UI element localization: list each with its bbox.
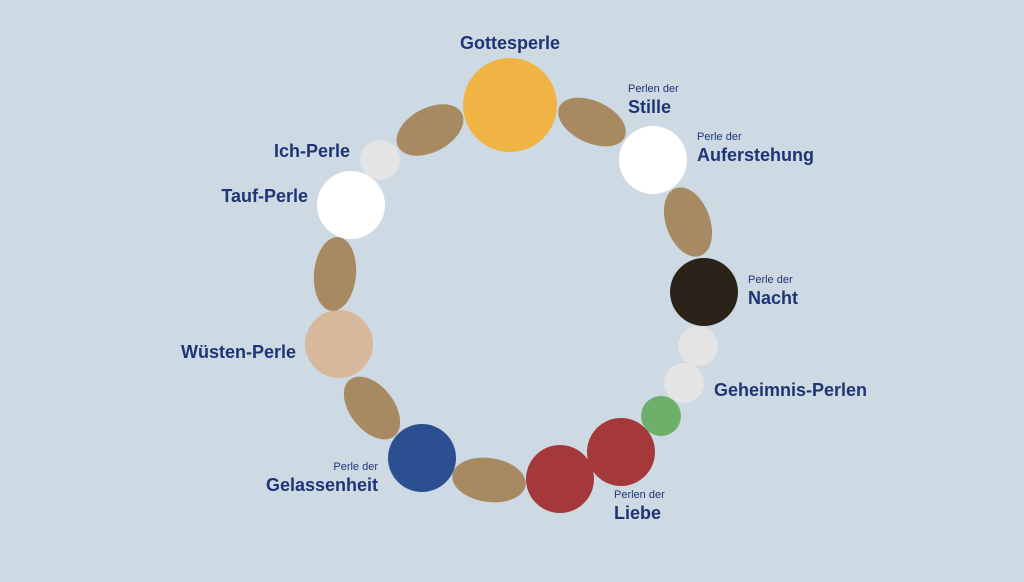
ich-title: Ich-Perle <box>273 141 350 161</box>
stille-bead-1 <box>558 97 626 147</box>
stille-bead-3 <box>452 457 526 503</box>
auferstehung-prefix: Perle der <box>697 131 742 143</box>
liebe-bead-2 <box>526 445 594 513</box>
geheimnis-title: Geheimnis-Perlen <box>714 380 868 400</box>
label-wuesten: Wüsten-Perle <box>136 343 296 361</box>
stille-bead-6 <box>396 104 464 156</box>
nacht-bead <box>670 258 738 326</box>
label-geheimnis: Geheimnis-Perlen <box>714 381 867 399</box>
gelassenheit-prefix: Perle der <box>333 461 378 473</box>
geheimnis-bead-green <box>641 396 681 436</box>
tauf-bead <box>317 171 385 239</box>
nacht-prefix: Perle der <box>748 274 793 286</box>
liebe-title: Liebe <box>614 503 662 523</box>
ich-bead <box>360 140 400 180</box>
stille-title: Stille <box>628 97 672 117</box>
label-stille: Perlen der Stille <box>628 83 679 117</box>
liebe-prefix: Perlen der <box>614 489 665 501</box>
wuesten-title: Wüsten-Perle <box>180 342 296 362</box>
auferstehung-title: Auferstehung <box>697 145 814 165</box>
stille-bead-4 <box>343 376 401 440</box>
stille-prefix: Perlen der <box>628 83 679 95</box>
gelassenheit-bead <box>388 424 456 492</box>
geheimnis-bead-1 <box>678 326 718 366</box>
label-nacht: Perle der Nacht <box>748 274 799 308</box>
label-ich: Ich-Perle <box>190 142 350 160</box>
liebe-bead-1 <box>587 418 655 486</box>
geheimnis-bead-2 <box>664 363 704 403</box>
gottesperle-bead <box>463 58 557 152</box>
stille-bead-2 <box>663 187 713 257</box>
label-liebe: Perlen der Liebe <box>614 489 665 523</box>
gelassenheit-title: Gelassenheit <box>265 475 378 495</box>
label-gottesperle: Gottesperle <box>430 34 590 52</box>
gottesperle-title: Gottesperle <box>459 33 561 53</box>
stille-bead-5 <box>313 237 357 311</box>
label-gelassenheit: Perle der Gelassenheit <box>218 461 378 495</box>
tauf-title: Tauf-Perle <box>221 186 308 206</box>
label-tauf: Tauf-Perle <box>148 187 308 205</box>
nacht-title: Nacht <box>748 288 799 308</box>
label-auferstehung: Perle der Auferstehung <box>697 131 814 165</box>
auferstehung-bead <box>619 126 687 194</box>
wuesten-bead <box>305 310 373 378</box>
